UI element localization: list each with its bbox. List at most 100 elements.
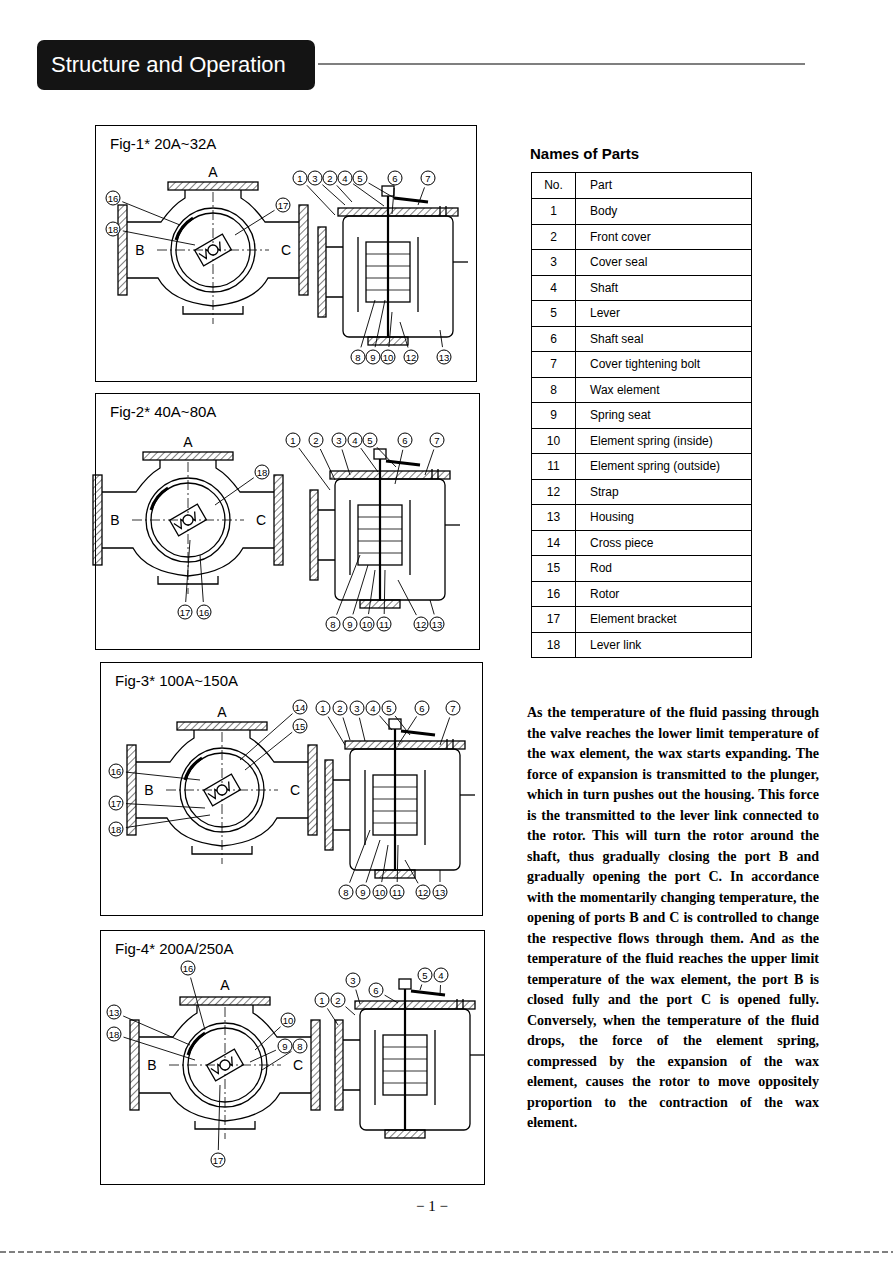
callout-number: 2	[331, 993, 346, 1008]
callout-number: 5	[353, 171, 368, 186]
leader-line	[440, 870, 441, 882]
callout-number: 16	[197, 605, 212, 620]
description-text: As the temperature of the fluid passing …	[527, 703, 819, 1134]
table-cell: 15	[531, 555, 576, 582]
callout-number: 13	[433, 885, 448, 900]
port-letter: B	[109, 513, 120, 527]
callout-number: 17	[178, 605, 193, 620]
table-cell: 3	[531, 249, 576, 276]
table-cell: 11	[531, 453, 576, 480]
callout-number: 18	[109, 822, 124, 837]
leader-line	[126, 772, 200, 780]
leader-line	[425, 450, 434, 476]
callout-number: 9	[343, 617, 358, 632]
leader-line	[385, 995, 398, 1003]
table-cell: 17	[531, 606, 576, 633]
callout-number: 9	[278, 1039, 293, 1054]
callout-number: 17	[109, 796, 124, 811]
table-cell: Strap	[575, 479, 752, 506]
leader-line	[346, 1007, 356, 1015]
table-cell: 10	[531, 428, 576, 455]
port-letter: A	[216, 705, 227, 719]
table-cell: 18	[531, 632, 576, 659]
figure-heading: Fig-1* 20A~32A	[110, 135, 216, 152]
leader-line	[353, 565, 368, 614]
table-cell: 4	[531, 275, 576, 302]
callout-number: 7	[421, 171, 436, 186]
table-cell: 9	[531, 402, 576, 429]
leader-line	[418, 187, 425, 205]
title-banner: Structure and Operation	[37, 40, 315, 90]
table-cell: 13	[531, 504, 576, 531]
callout-number: 10	[373, 885, 388, 900]
leader-line	[395, 450, 403, 484]
port-letter: C	[280, 243, 292, 257]
callout-number: 13	[437, 350, 452, 365]
callout-number: 15	[293, 719, 308, 734]
callout-number: 2	[323, 171, 338, 186]
table-cell: Housing	[575, 504, 752, 531]
leader-line	[398, 716, 417, 745]
callout-number: 10	[360, 617, 375, 632]
table-cell: Element bracket	[575, 606, 752, 633]
leader-line	[430, 600, 434, 614]
port-letter: B	[146, 1058, 157, 1072]
callout-number: 12	[416, 885, 431, 900]
table-cell: 14	[531, 530, 576, 557]
leader-line	[342, 450, 350, 476]
callout-number: 5	[418, 968, 433, 983]
callout-number: 5	[363, 433, 378, 448]
title-text: Structure and Operation	[37, 40, 315, 90]
leader-line	[250, 1050, 276, 1062]
table-cell: 12	[531, 479, 576, 506]
leader-line	[382, 845, 388, 882]
leader-line	[440, 985, 442, 996]
leader-line	[126, 815, 210, 828]
callout-number: 12	[404, 350, 419, 365]
leader-line	[337, 555, 360, 615]
table-cell: 2	[531, 224, 576, 251]
callout-number: 3	[350, 701, 365, 716]
leader-line	[366, 840, 380, 883]
table-cell: Rod	[575, 555, 752, 582]
leader-line	[350, 830, 370, 883]
callout-number: 16	[106, 191, 121, 206]
leader-line	[124, 1037, 196, 1060]
callout-number: 1	[286, 433, 301, 448]
table-cell: Cross piece	[575, 530, 752, 557]
table-cell: Lever link	[575, 632, 752, 659]
leader-line	[215, 478, 254, 505]
leader-line	[337, 185, 352, 202]
port-letter: A	[207, 165, 218, 179]
callout-number: 1	[315, 993, 330, 1008]
leader-line	[299, 448, 330, 490]
table-cell: 16	[531, 581, 576, 608]
table-cell: Wax element	[575, 377, 752, 404]
table-cell: 1	[531, 198, 576, 225]
port-letter: C	[292, 1058, 304, 1072]
port-letter: A	[219, 978, 230, 992]
callout-number: 8	[351, 350, 366, 365]
leader-line	[369, 183, 396, 199]
leader-line	[343, 718, 350, 741]
leader-line	[245, 732, 292, 770]
table-cell: Lever	[575, 300, 752, 327]
callout-number: 6	[398, 433, 413, 448]
callout-number: 8	[339, 885, 354, 900]
section-heading: Names of Parts	[530, 145, 639, 162]
leader-line	[440, 330, 443, 347]
callout-number: 4	[366, 701, 381, 716]
leader-line	[398, 580, 416, 615]
port-letter: B	[143, 783, 154, 797]
table-cell: Spring seat	[575, 402, 752, 429]
table-cell: Front cover	[575, 224, 752, 251]
callout-number: 6	[415, 701, 430, 716]
callout-number: 4	[348, 433, 363, 448]
table-cell: No.	[531, 172, 576, 199]
leader-line	[420, 985, 422, 991]
callout-number: 3	[308, 171, 323, 186]
leader-line	[322, 185, 345, 205]
callout-number: 10	[381, 350, 396, 365]
callout-number: 17	[276, 198, 291, 213]
leader-line	[328, 717, 345, 745]
